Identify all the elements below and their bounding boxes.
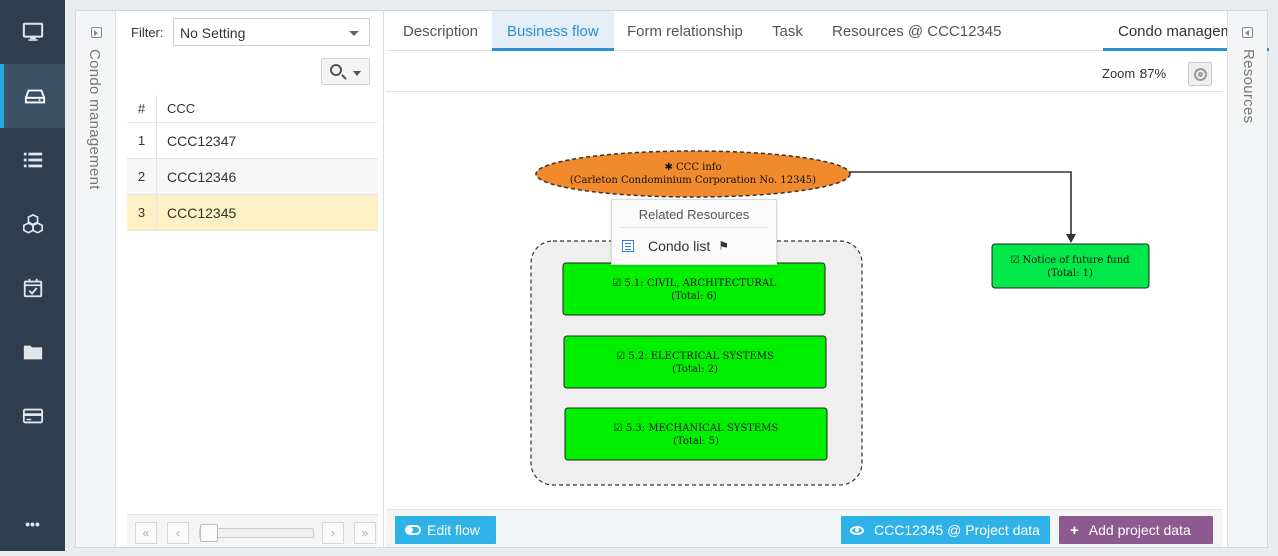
row-value: CCC12347 — [167, 132, 237, 149]
related-resources-menu: Related Resources Condo list ⚑ — [611, 199, 777, 265]
expand-panel-icon[interactable] — [1242, 27, 1253, 38]
nav-calendar[interactable] — [0, 256, 65, 320]
resources-panel[interactable]: Resources — [1227, 11, 1267, 547]
zoom-reset-button[interactable] — [1188, 62, 1212, 86]
monitor-icon — [22, 22, 43, 41]
add-project-data-label: Add project data — [1088, 522, 1191, 538]
flow-root-subtitle: (Carleton Condominium Corporation No. 12… — [570, 175, 816, 186]
flag-icon: ⚑ — [718, 239, 730, 253]
nav-folder[interactable] — [0, 320, 65, 384]
filter-label: Filter: — [131, 25, 164, 40]
expand-panel-icon[interactable] — [91, 27, 102, 38]
arrowhead-icon — [1066, 234, 1076, 243]
more-icon: ••• — [25, 516, 40, 532]
resources-panel-title: Resources — [1240, 49, 1257, 124]
flow-root-title: ✱ CCC info — [664, 162, 721, 173]
first-page-button[interactable]: « — [135, 522, 157, 544]
add-project-data-button[interactable]: + Add project data — [1059, 516, 1213, 544]
nav-drive[interactable] — [0, 64, 65, 128]
search-button[interactable] — [321, 58, 370, 85]
row-number: 3 — [127, 195, 157, 230]
flow-node-electrical-total: (Total: 2) — [672, 364, 718, 375]
row-number: 2 — [127, 159, 157, 194]
prev-page-button[interactable]: ‹ — [167, 522, 189, 544]
flow-root-node[interactable] — [535, 150, 851, 198]
column-header-ccc[interactable]: CCC — [167, 101, 196, 116]
nav-cubes[interactable] — [0, 192, 65, 256]
column-header-number: # — [127, 95, 157, 122]
cubes-icon — [22, 213, 43, 234]
next-page-button[interactable]: › — [322, 522, 344, 544]
plus-icon: + — [1070, 521, 1079, 539]
flow-node-electrical[interactable] — [563, 335, 827, 389]
row-number: 1 — [127, 123, 157, 158]
row-value: CCC12346 — [167, 168, 237, 185]
table-row[interactable]: 1 CCC12347 — [127, 123, 378, 159]
condo-management-panel[interactable]: Condo management — [76, 11, 116, 547]
search-icon — [330, 64, 342, 76]
folder-icon — [23, 345, 42, 360]
tab-business-flow[interactable]: Business flow — [492, 11, 614, 51]
flow-node-future-fund[interactable] — [991, 243, 1150, 289]
ccc-list-panel: Filter: No Setting # CCC 1 CCC12347 2 CC… — [121, 11, 384, 547]
zoom-label: Zoom : — [1102, 66, 1143, 81]
credit-card-icon — [22, 408, 43, 424]
flow-node-future-fund-title: ☑ Notice of future fund — [1010, 255, 1130, 266]
pager: « ‹ › » — [127, 514, 378, 546]
condo-management-panel-title: Condo management — [86, 49, 103, 190]
nav-dashboard[interactable] — [0, 0, 65, 64]
flow-node-mechanical-total: (Total: 5) — [673, 436, 719, 447]
edit-flow-button[interactable]: Edit flow — [395, 516, 496, 544]
tab-resources[interactable]: Resources @ CCC12345 — [832, 23, 1002, 40]
flow-footer: Edit flow CCC12345 @ Project data + Add … — [386, 509, 1223, 547]
nav-list[interactable] — [0, 128, 65, 192]
chevron-down-icon — [353, 71, 361, 76]
tab-condo-management[interactable]: Condo management — [1103, 11, 1269, 51]
calendar-check-icon — [23, 278, 42, 298]
chevron-down-icon — [349, 31, 359, 36]
filter-value: No Setting — [180, 25, 246, 41]
row-value: CCC12345 — [167, 204, 237, 221]
table-row-selected[interactable]: 3 CCC12345 — [127, 195, 378, 231]
page-slider[interactable] — [199, 524, 314, 542]
flow-node-electrical-title: ☑ 5.2: ELECTRICAL SYSTEMS — [616, 351, 774, 362]
project-data-label: CCC12345 @ Project data — [874, 522, 1040, 538]
left-nav: ••• — [0, 0, 65, 551]
toggle-icon — [405, 525, 421, 535]
ccc-table: # CCC 1 CCC12347 2 CCC12346 3 CCC12345 — [127, 95, 378, 231]
page-slider-thumb[interactable] — [200, 524, 218, 542]
flow-node-mechanical[interactable] — [564, 407, 828, 461]
table-row[interactable]: 2 CCC12346 — [127, 159, 378, 195]
tab-description[interactable]: Description — [403, 23, 479, 40]
table-header: # CCC — [127, 95, 378, 123]
main-area: Description Business flow Form relations… — [386, 11, 1269, 547]
app-frame: Condo management Filter: No Setting # CC… — [75, 10, 1269, 548]
flow-diagram: ✱ CCC info (Carleton Condominium Corpora… — [530, 150, 1150, 486]
list-icon — [23, 152, 42, 168]
business-flow-canvas[interactable]: ✱ CCC info (Carleton Condominium Corpora… — [386, 93, 1223, 509]
zoom-value: 87% — [1140, 66, 1167, 81]
flow-node-future-fund-total: (Total: 1) — [1047, 268, 1093, 279]
flow-connector — [850, 171, 1072, 236]
tab-task[interactable]: Task — [772, 23, 803, 40]
filter-select[interactable]: No Setting — [173, 18, 370, 46]
project-data-button[interactable]: CCC12345 @ Project data — [841, 516, 1050, 544]
flow-node-civil-title: ☑ 5.1: CIVIL, ARCHITECTURAL — [612, 278, 776, 289]
flow-node-civil-total: (Total: 6) — [671, 291, 717, 302]
tab-form-relationship[interactable]: Form relationship — [627, 23, 743, 40]
menu-item-condo-list[interactable]: Condo list ⚑ — [612, 228, 776, 254]
edit-flow-label: Edit flow — [427, 522, 480, 538]
tab-bar: Description Business flow Form relations… — [386, 11, 1269, 51]
list-icon — [622, 240, 634, 252]
related-resources-title: Related Resources — [620, 200, 768, 228]
flow-node-mechanical-title: ☑ 5.3: MECHANICAL SYSTEMS — [614, 423, 779, 434]
nav-billing[interactable] — [0, 384, 65, 448]
eye-icon — [850, 525, 864, 535]
last-page-button[interactable]: » — [354, 522, 376, 544]
drive-icon — [24, 89, 45, 104]
zoom-bar: Zoom : 87% — [386, 52, 1223, 92]
nav-more[interactable]: ••• — [0, 492, 65, 556]
menu-item-condo-list-label: Condo list — [648, 238, 711, 254]
flow-node-civil[interactable] — [562, 262, 826, 316]
